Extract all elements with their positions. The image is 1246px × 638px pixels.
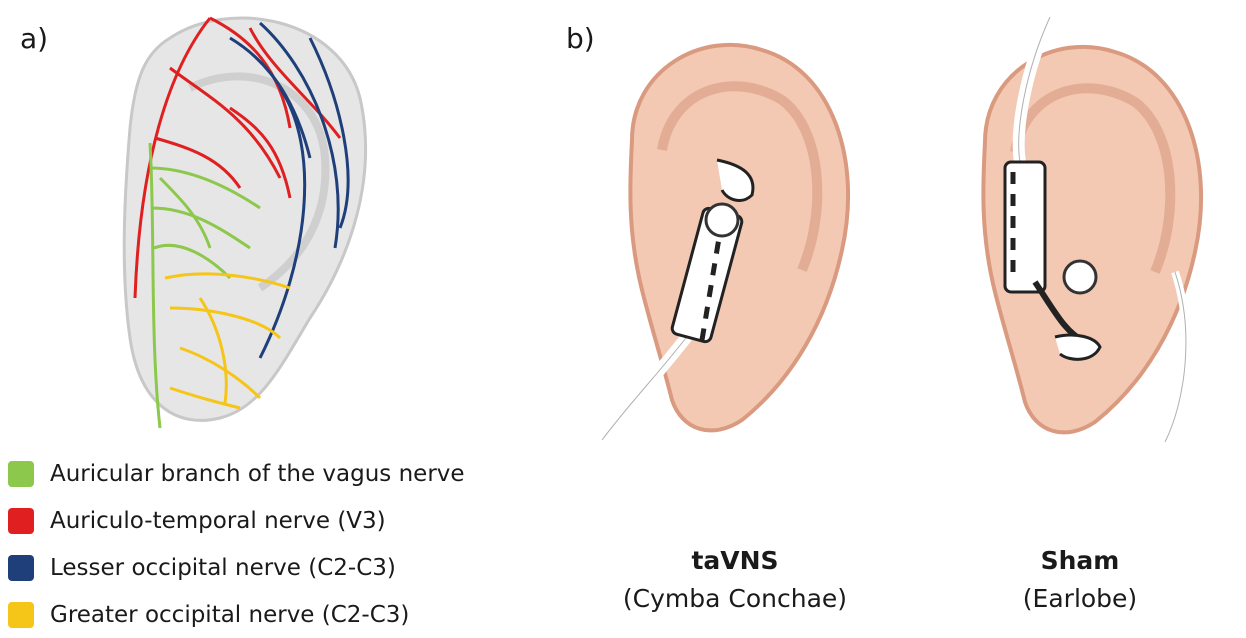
legend-label: Greater occipital nerve (C2-C3)	[50, 602, 409, 628]
nerve-legend: Auricular branch of the vagus nerve Auri…	[8, 450, 465, 638]
legend-item-vagus: Auricular branch of the vagus nerve	[8, 450, 465, 497]
red-swatch-icon	[8, 508, 34, 534]
green-swatch-icon	[8, 461, 34, 487]
legend-item-greater-occipital: Greater occipital nerve (C2-C3)	[8, 591, 465, 638]
legend-label: Auriculo-temporal nerve (V3)	[50, 508, 386, 534]
panel-label-b: b)	[566, 22, 595, 55]
electrode-tip	[1055, 335, 1100, 359]
ear-illustration-tavns	[592, 30, 862, 450]
blue-swatch-icon	[8, 555, 34, 581]
legend-item-auriculo-temporal: Auriculo-temporal nerve (V3)	[8, 497, 465, 544]
caption-title: taVNS	[590, 542, 880, 580]
caption-tavns: taVNS (Cymba Conchae)	[590, 542, 880, 618]
yellow-swatch-icon	[8, 602, 34, 628]
legend-label: Auricular branch of the vagus nerve	[50, 461, 465, 487]
caption-sham: Sham (Earlobe)	[960, 542, 1200, 618]
panel-label-a: a)	[20, 22, 48, 55]
ear-illustration-sham	[925, 12, 1225, 452]
legend-label: Lesser occipital nerve (C2-C3)	[50, 555, 396, 581]
legend-item-lesser-occipital: Lesser occipital nerve (C2-C3)	[8, 544, 465, 591]
caption-subtitle: (Cymba Conchae)	[590, 580, 880, 618]
caption-title: Sham	[960, 542, 1200, 580]
electrode-ear-hook	[706, 204, 738, 236]
electrode-ear-hook	[1064, 261, 1096, 293]
ear-nerve-map	[110, 8, 380, 438]
caption-subtitle: (Earlobe)	[960, 580, 1200, 618]
